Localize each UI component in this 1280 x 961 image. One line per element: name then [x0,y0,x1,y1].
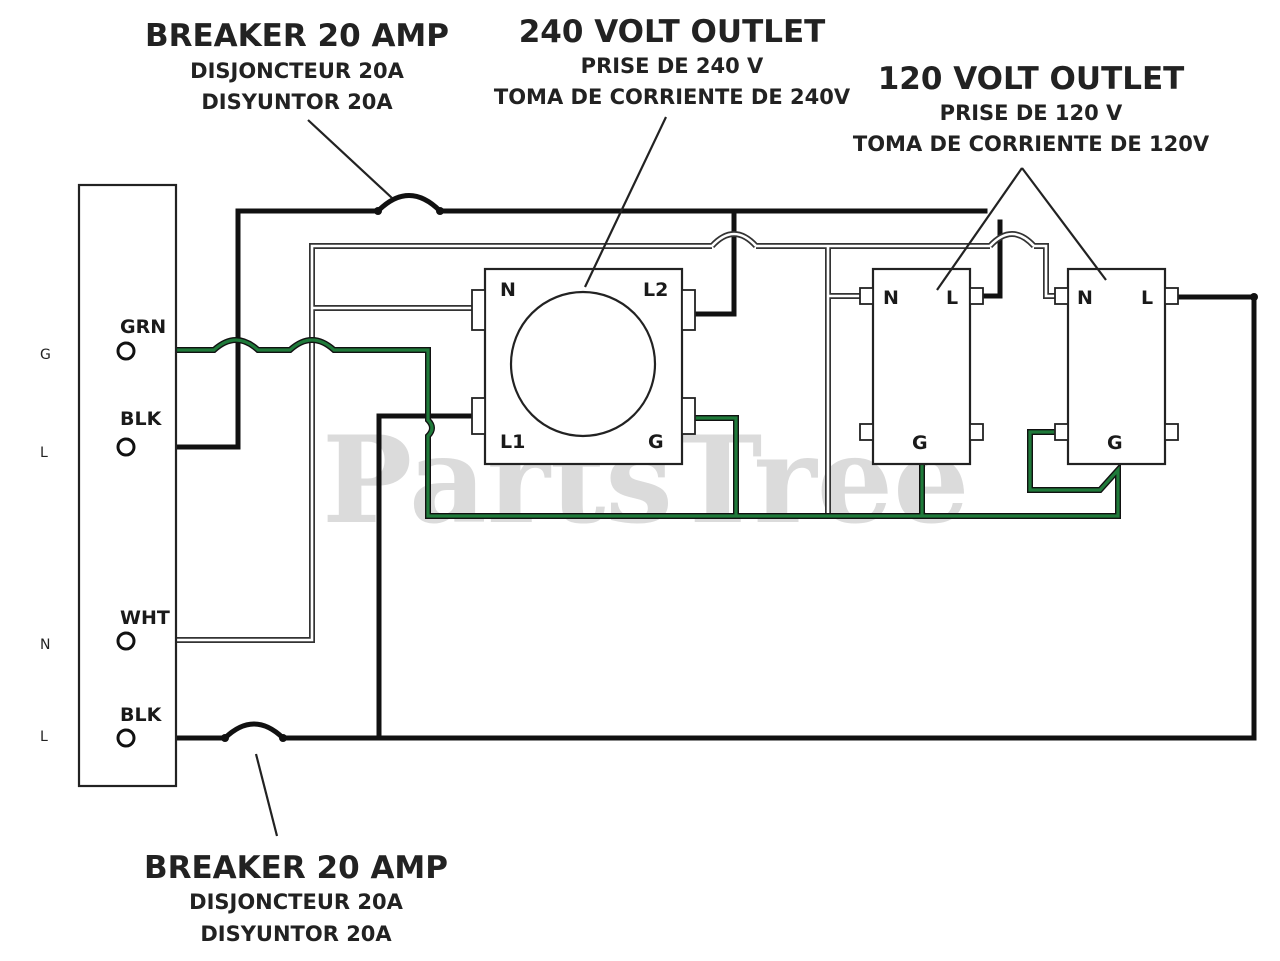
outlet-240v-spanish: TOMA DE CORRIENTE DE 240V [494,85,851,109]
side-l-bottom: L [40,729,48,745]
outlet-120v-french: PRISE DE 120 V [940,101,1123,125]
ground-wires [128,337,1121,519]
label-grn: GRN [120,316,166,338]
outlet-120v-a-g: G [912,432,928,454]
outlet-240v-l2: L2 [643,279,668,301]
outlet-240v [471,267,696,466]
outlet-240v-n: N [500,279,516,301]
label-wht: WHT [120,607,170,629]
breaker-bottom-french: DISJONCTEUR 20A [189,890,403,914]
outlet-120v-a [859,267,984,466]
breaker-top-french: DISJONCTEUR 20A [190,59,404,83]
label-blk-top: BLK [120,408,163,430]
side-g: G [40,347,51,363]
outlet-240v-g: G [648,431,664,453]
outlet-240v-french: PRISE DE 240 V [581,54,764,78]
breaker-bottom-title: BREAKER 20 AMP [144,850,448,886]
outlet-240v-title: 240 VOLT OUTLET [519,14,826,50]
outlet-120v-title: 120 VOLT OUTLET [878,61,1185,97]
breaker-top-callout: BREAKER 20 AMP DISJONCTEUR 20A DISYUNTOR… [145,18,449,114]
breaker-top-title: BREAKER 20 AMP [145,18,449,54]
generator-panel [77,183,178,788]
label-blk-bottom: BLK [120,704,163,726]
breaker-top-spanish: DISYUNTOR 20A [201,90,393,114]
leader-lines [254,116,1107,837]
breaker-bottom-callout: BREAKER 20 AMP DISJONCTEUR 20A DISYUNTOR… [144,850,448,946]
outlet-240v-receptacle [509,290,657,438]
outlet-240v-l1: L1 [500,431,525,453]
outlet-120v-a-n: N [883,287,899,309]
outlet-120v-spanish: TOMA DE CORRIENTE DE 120V [853,132,1210,156]
side-n: N [40,637,50,653]
outlet-120v-b-l: L [1141,287,1153,309]
outlet-120v-b-g: G [1107,432,1123,454]
panel-terminals [116,341,136,748]
breaker-top-symbol [374,193,444,215]
outlet-120v-a-l: L [946,287,958,309]
breaker-bottom-spanish: DISYUNTOR 20A [200,922,392,946]
outlet-240v-callout: 240 VOLT OUTLET PRISE DE 240 V TOMA DE C… [494,14,851,109]
outlet-120v-b-n: N [1077,287,1093,309]
side-l-top: L [40,445,48,461]
breaker-bottom-symbol [221,721,287,742]
outlet-120v-callout: 120 VOLT OUTLET PRISE DE 120 V TOMA DE C… [853,61,1210,156]
outlet-120v-b [1054,267,1179,466]
